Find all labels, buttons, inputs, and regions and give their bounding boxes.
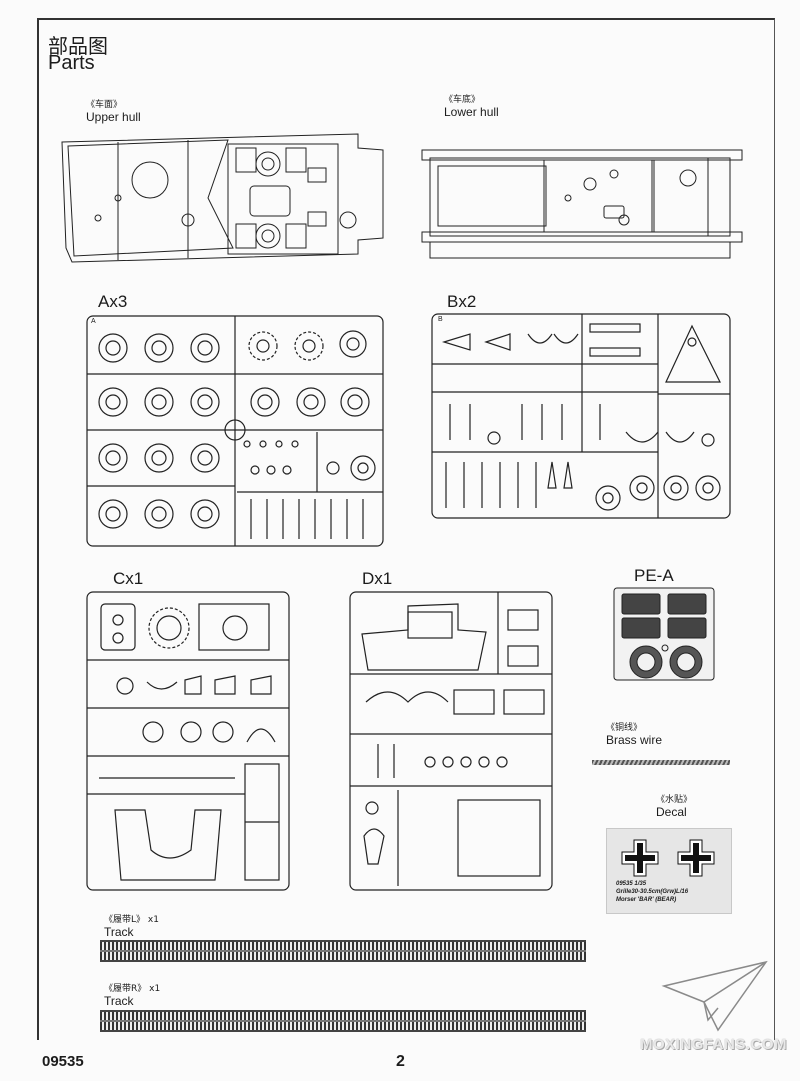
brass-wire-caption-en: Brass wire — [606, 733, 663, 747]
track-right-qty: x1 — [149, 984, 161, 994]
track-right-caption-en: Track — [104, 994, 134, 1008]
pe-fret — [613, 587, 715, 681]
lower-hull-drawing — [421, 149, 743, 259]
sprue-a — [86, 315, 384, 547]
upper-hull-drawing — [61, 133, 384, 263]
track-right — [100, 1010, 586, 1032]
lower-hull-caption: 《车底》 Lower hull — [444, 92, 499, 119]
sprue-b — [431, 313, 731, 519]
sprue-b-label: Bx2 — [447, 292, 477, 311]
sprue-b-tag: B — [438, 316, 443, 323]
page-title-cn: 部品图 — [48, 34, 108, 58]
sprue-d-label: Dx1 — [362, 569, 393, 588]
sprue-c — [86, 591, 290, 891]
decal-sheet — [606, 828, 732, 914]
decal-line-3: Morser 'BAR' (BEAR) — [616, 897, 677, 903]
decal-line-1: 09535 1/35 — [616, 881, 647, 887]
lower-hull-caption-en: Lower hull — [444, 105, 499, 119]
track-right-caption-cn: 《履带R》 — [104, 984, 147, 994]
brass-wire — [592, 760, 730, 765]
brass-wire-caption: 《铜线》 Brass wire — [606, 720, 662, 747]
watermark-text: MOXINGFANS.COM — [640, 1036, 788, 1053]
upper-hull-caption: 《车面》 Upper hull — [86, 97, 141, 124]
track-left-caption-cn: 《履带L》 — [104, 915, 146, 925]
upper-hull-caption-cn: 《车面》 — [86, 100, 123, 110]
sprue-a-label: Ax3 — [98, 292, 128, 311]
page-frame — [37, 18, 775, 1040]
page-number: 2 — [396, 1053, 405, 1070]
balkenkreuz-icon — [621, 839, 659, 877]
lower-hull-caption-cn: 《车底》 — [444, 95, 481, 105]
decal-label: 09535 1/35 Grille30-30.5cm(Grw)L/16 Mors… — [616, 880, 688, 904]
decal-line-2: Grille30-30.5cm(Grw)L/16 — [616, 889, 689, 895]
decal-caption-cn: 《水贴》 — [656, 795, 693, 805]
page-title: Parts — [48, 52, 95, 74]
track-left-qty: x1 — [147, 915, 159, 925]
balkenkreuz-icon-2 — [677, 839, 715, 877]
sprue-a-tag: A — [91, 318, 96, 325]
decal-caption: 《水贴》 Decal — [656, 792, 692, 819]
sprue-c-label: Cx1 — [113, 569, 144, 588]
track-left-caption: 《履带L》 x1 Track — [104, 912, 159, 939]
track-left — [100, 940, 586, 962]
paper-plane-icon — [661, 960, 768, 1032]
brass-wire-caption-cn: 《铜线》 — [606, 723, 643, 733]
sprue-d — [349, 591, 553, 891]
track-right-caption: 《履带R》 x1 Track — [104, 981, 160, 1008]
upper-hull-caption-en: Upper hull — [86, 110, 141, 124]
pe-label: PE-A — [634, 566, 674, 585]
decal-caption-en: Decal — [656, 805, 687, 819]
track-left-caption-en: Track — [104, 925, 134, 939]
product-code: 09535 — [42, 1053, 84, 1070]
